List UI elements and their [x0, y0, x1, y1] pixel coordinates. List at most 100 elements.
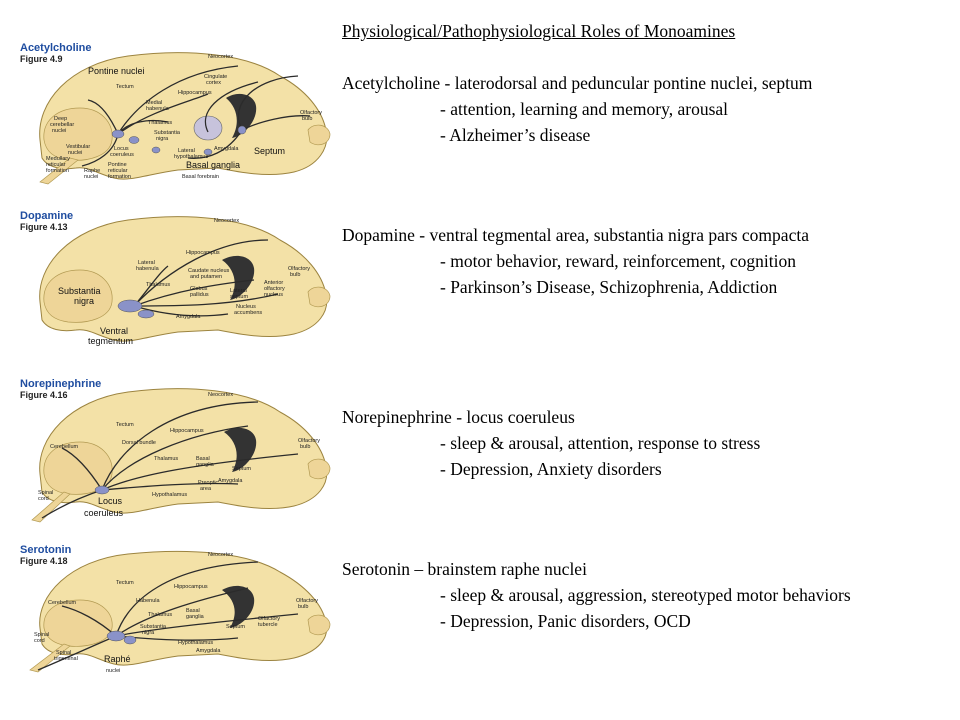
label-bulb: bulb	[300, 444, 310, 450]
label-habenula: habenula	[146, 106, 170, 112]
label-tectum: Tectum	[116, 422, 134, 428]
figure-norepinephrine: Norepinephrine Figure 4.16 Neocortex Tec…	[18, 378, 338, 528]
section-heading-dopamine: Dopamine - ventral tegmental area, subst…	[342, 225, 809, 245]
label-pontine-formation: formation	[108, 174, 131, 180]
label-septum: Septum	[226, 624, 245, 630]
label-thalamus: Thalamus	[148, 120, 172, 126]
label-amygdala: Amygdala	[214, 146, 239, 152]
bullet-item: - motor behavior, reward, reinforcement,…	[440, 251, 796, 271]
label-bulb: bulb	[302, 116, 312, 122]
label-septum: Septum	[254, 146, 285, 156]
figure-title: Acetylcholine	[20, 42, 92, 54]
label-pontine-ret: Pontine	[108, 162, 127, 168]
label-substantia: Substantia	[154, 130, 181, 136]
label-thalamus: Thalamus	[146, 282, 170, 288]
brain-diagram-dopamine: Neocortex Hippocampus Lateral habenula T…	[39, 216, 331, 346]
label-ganglia: ganglia	[186, 614, 205, 620]
label-thalamus: Thalamus	[148, 612, 172, 618]
label-tectum: Tectum	[116, 580, 134, 586]
label-deep: Deep	[54, 116, 67, 122]
label-vestibular-nuclei: nuclei	[68, 150, 82, 156]
label-dorsal-bundle: Dorsal bundle	[122, 440, 156, 446]
label-raphe: Raphé	[104, 654, 131, 664]
label-thalamus: Thalamus	[154, 456, 178, 462]
label-tubercle: tubercle	[258, 622, 278, 628]
label-accumbens: accumbens	[234, 310, 262, 316]
label-olfactory: Olfactory	[296, 598, 318, 604]
figure-number: Figure 4.16	[20, 390, 68, 400]
label-hypothalamus: Hypothalamus	[178, 640, 213, 646]
label-nigra: nigra	[142, 630, 155, 636]
label-amygdala: Amygdala	[176, 314, 201, 320]
label-basal-forebrain: Basal forebrain	[182, 174, 219, 180]
figure-acetylcholine: Acetylcholine Figure 4.9 Pontine nuclei …	[18, 42, 338, 192]
label-nucleus: Nucleus	[236, 304, 256, 310]
label-ventral: Ventral	[100, 326, 128, 336]
label-raphe-nuclei: nuclei	[106, 668, 120, 674]
label-cortex: cortex	[206, 80, 221, 86]
label-anterior: Anterior	[264, 280, 283, 286]
brain-diagram-serotonin: Neocortex Tectum Hippocampus Cerebellum …	[29, 550, 331, 674]
label-vestibular: Vestibular	[66, 144, 90, 150]
brain-diagram-norepinephrine: Neocortex Tectum Hippocampus Cerebellum …	[31, 388, 331, 523]
label-nuclei: nuclei	[52, 128, 66, 134]
label-raphe-nuclei: nuclei	[84, 174, 98, 180]
label-spinal: Spinal	[38, 490, 53, 496]
label-tectum: Tectum	[116, 84, 134, 90]
label-spinal-trigeminal: Spinal	[56, 650, 71, 656]
label-basal: Basal	[186, 608, 200, 614]
bullet-item: - sleep & arousal, attention, response t…	[440, 433, 761, 453]
bullet-item: - sleep & arousal, aggression, stereotyp…	[440, 585, 851, 605]
label-habenula: habenula	[136, 266, 160, 272]
label-trigeminal: trigeminal	[54, 656, 78, 662]
label-amygdala: Amygdala	[196, 648, 221, 654]
label-septum: Septum	[232, 466, 251, 472]
label-bulb: bulb	[290, 272, 300, 278]
label-hypothalamus: Hypothalamus	[152, 492, 187, 498]
label-amygdala: Amygdala	[218, 478, 243, 484]
label-locus: Locus	[98, 496, 123, 506]
label-pontine-reticular: reticular	[108, 168, 128, 174]
figure-number: Figure 4.9	[20, 54, 63, 64]
label-preoptic: Preoptic	[198, 480, 218, 486]
bullet-item: - Depression, Anxiety disorders	[440, 459, 662, 479]
label-hippocampus: Hippocampus	[186, 250, 220, 256]
label-lateral-septum: Lateral	[230, 288, 247, 294]
label-medullary: Medullary	[46, 156, 70, 162]
figure-title: Norepinephrine	[20, 378, 102, 390]
label-bulb: bulb	[298, 604, 308, 610]
figure-number: Figure 4.13	[20, 222, 68, 232]
label-olfactory: Olfactory	[288, 266, 310, 272]
bullet-item: - Alzheimer’s disease	[440, 125, 591, 145]
figure-number: Figure 4.18	[20, 556, 68, 566]
label-anterior-nucleus: nucleus	[264, 292, 283, 298]
label-hippocampus: Hippocampus	[178, 90, 212, 96]
label-hypothalamus: hypothalamus	[174, 154, 208, 160]
label-spinal: Spinal	[34, 632, 49, 638]
label-cingulate: Cingulate	[204, 74, 227, 80]
label-reticular: reticular	[46, 162, 66, 168]
label-substantia: Substantia	[140, 624, 167, 630]
label-cord: cord	[38, 496, 49, 502]
section-heading-acetylcholine: Acetylcholine - laterodorsal and peduncu…	[342, 73, 813, 93]
figure-serotonin: Serotonin Figure 4.18 Neocortex Tectum H…	[18, 544, 338, 684]
label-neocortex: Neocortex	[214, 218, 239, 224]
label-hippocampus: Hippocampus	[170, 428, 204, 434]
label-hippocampus: Hippocampus	[174, 584, 208, 590]
label-neocortex: Neocortex	[208, 392, 233, 398]
label-medial: Medial	[146, 100, 162, 106]
label-olfactory: Olfactory	[298, 438, 320, 444]
label-cerebellum: Cerebellum	[48, 600, 77, 606]
figure-title: Dopamine	[20, 210, 74, 222]
slide-title: Physiological/Pathophysiological Roles o…	[342, 21, 736, 41]
section-heading-norepinephrine: Norepinephrine - locus coeruleus	[342, 407, 575, 427]
bullet-item: - Depression, Panic disorders, OCD	[440, 611, 691, 631]
label-cord: cord	[34, 638, 45, 644]
label-cerebellar: cerebellar	[50, 122, 74, 128]
label-basal: Basal	[196, 456, 210, 462]
label-neocortex: Neocortex	[208, 552, 233, 558]
bullet-item: - attention, learning and memory, arousa…	[440, 99, 729, 119]
label-ganglia: ganglia	[196, 462, 215, 468]
label-septum: septum	[230, 294, 248, 300]
label-pallidus: pallidus	[190, 292, 209, 298]
